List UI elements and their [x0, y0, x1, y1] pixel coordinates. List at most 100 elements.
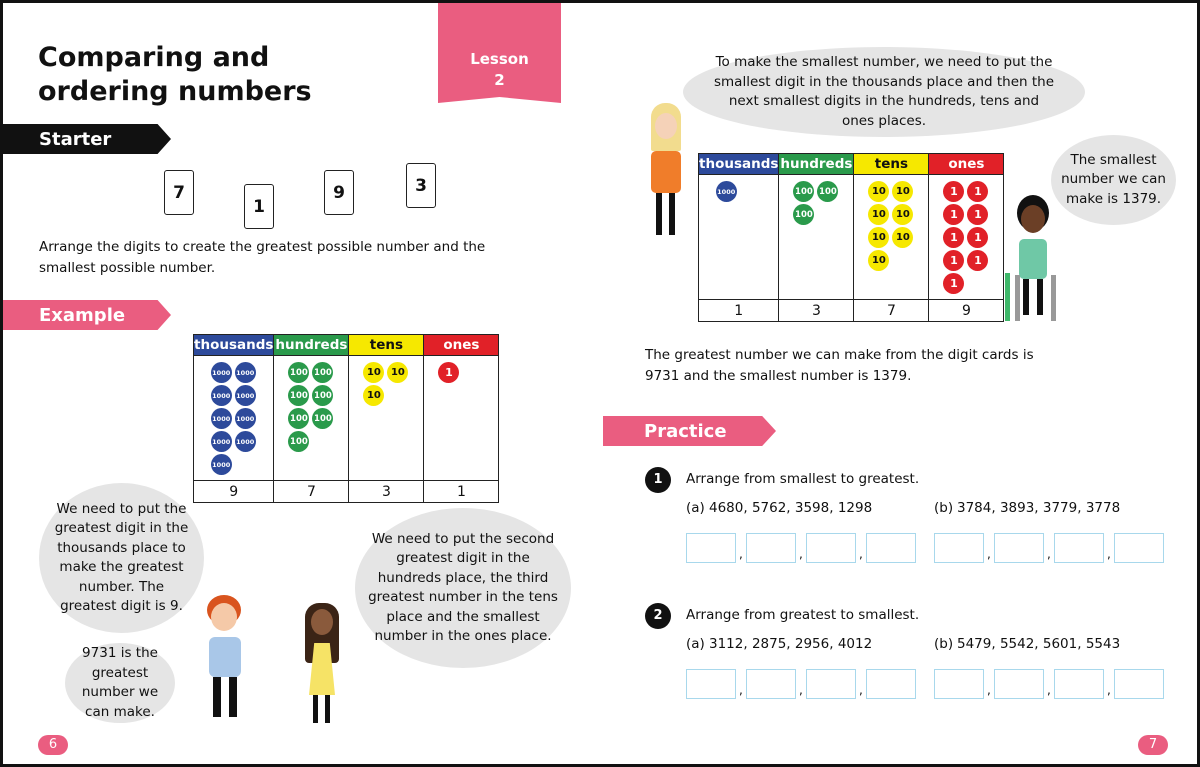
place-value-counter: 1	[943, 181, 965, 202]
question-part-label: (b)	[934, 636, 954, 652]
digit-card: 9	[324, 170, 354, 215]
place-value-counter: 1000	[234, 431, 256, 452]
comma-separator: ,	[739, 683, 743, 697]
answer-box[interactable]	[866, 669, 916, 699]
digit-value: 9	[928, 299, 1005, 322]
digit-value: 1	[697, 299, 780, 322]
place-value-counter: 10	[868, 227, 890, 248]
answer-box[interactable]	[1114, 669, 1164, 699]
comma-separator: ,	[799, 547, 803, 561]
answer-box[interactable]	[746, 669, 796, 699]
lesson-label: Lesson	[470, 50, 529, 68]
comma-separator: ,	[859, 547, 863, 561]
place-value-counter: 10	[387, 362, 409, 383]
answer-box[interactable]	[934, 533, 984, 563]
page-number: 7	[1138, 735, 1168, 755]
answer-box[interactable]	[934, 669, 984, 699]
place-value-counter: 100	[312, 362, 334, 383]
place-value-counter: 1	[943, 273, 965, 294]
place-value-counter: 100	[312, 385, 334, 406]
boy-illustration	[199, 595, 259, 725]
answer-box[interactable]	[994, 669, 1044, 699]
comma-separator: ,	[1047, 547, 1051, 561]
question-number: 2	[645, 603, 671, 629]
comma-separator: ,	[987, 547, 991, 561]
question-part-label: (a)	[686, 636, 705, 652]
place-value-counter: 1000	[234, 362, 256, 383]
speech-bubble: 9731 is the greatest number we can make.	[65, 643, 175, 723]
practice-banner: Practice	[603, 416, 776, 446]
place-value-counter: 100	[312, 408, 334, 429]
place-value-counter: 10	[868, 250, 890, 271]
page-number: 6	[38, 735, 68, 755]
answer-box[interactable]	[1114, 533, 1164, 563]
place-value-counter: 100	[288, 431, 310, 452]
column-header-thousands: thousands	[192, 334, 275, 356]
speech-bubble: We need to put the greatest digit in the…	[39, 483, 204, 633]
speech-bubble: The smallest number we can make is 1379.	[1051, 135, 1176, 225]
question-prompt: Arrange from smallest to greatest.	[686, 471, 920, 487]
starter-instruction: Arrange the digits to create the greates…	[39, 239, 486, 276]
answer-box[interactable]	[806, 669, 856, 699]
comma-separator: ,	[987, 683, 991, 697]
question-part-label: (a)	[686, 500, 705, 516]
question-numbers: 4680, 5762, 3598, 1298	[709, 500, 873, 516]
place-value-counter: 10	[892, 204, 914, 225]
digit-card: 7	[164, 170, 194, 215]
digit-card: 3	[406, 163, 436, 208]
digit-value: 1	[423, 480, 500, 503]
comma-separator: ,	[799, 683, 803, 697]
answer-box[interactable]	[1054, 669, 1104, 699]
place-value-counter: 1000	[210, 454, 232, 475]
question-number: 1	[645, 467, 671, 493]
place-value-counter: 1000	[210, 362, 232, 383]
question-prompt: Arrange from greatest to smallest.	[686, 607, 920, 623]
answer-box[interactable]	[866, 533, 916, 563]
child-wheelchair-illustration	[1003, 195, 1065, 325]
column-header-tens: tens	[348, 334, 425, 356]
place-value-counter: 1000	[210, 408, 232, 429]
column-header-ones: ones	[928, 153, 1005, 175]
answer-box[interactable]	[746, 533, 796, 563]
place-value-counter: 1	[967, 227, 989, 248]
place-value-counter: 1000	[234, 408, 256, 429]
column-header-hundreds: hundreds	[778, 153, 855, 175]
page-title: Comparing and ordering numbers	[38, 42, 312, 107]
column-header-thousands: thousands	[697, 153, 780, 175]
place-value-counter: 1	[967, 250, 989, 271]
answer-box[interactable]	[686, 533, 736, 563]
place-value-counter: 100	[817, 181, 839, 202]
girl-illustration	[301, 603, 341, 725]
place-value-counter: 1	[967, 204, 989, 225]
column-header-tens: tens	[853, 153, 930, 175]
comma-separator: ,	[859, 683, 863, 697]
place-value-counter: 1	[943, 250, 965, 271]
place-value-counter: 1	[943, 204, 965, 225]
question-numbers: 3112, 2875, 2956, 4012	[709, 636, 873, 652]
place-value-counter: 10	[868, 204, 890, 225]
place-value-counter: 10	[892, 181, 914, 202]
question-part-label: (b)	[934, 500, 954, 516]
place-value-counter: 10	[892, 227, 914, 248]
comma-separator: ,	[1107, 547, 1111, 561]
answer-box[interactable]	[1054, 533, 1104, 563]
conclusion-text: The greatest number we can make from the…	[645, 347, 1034, 384]
starter-banner: Starter	[3, 124, 171, 154]
answer-box[interactable]	[806, 533, 856, 563]
digit-value: 7	[853, 299, 930, 322]
digit-value: 9	[192, 480, 275, 503]
digit-card: 1	[244, 184, 274, 229]
place-value-counter: 1000	[715, 181, 737, 202]
ones-counters: 1	[423, 355, 500, 481]
place-value-counter: 10	[868, 181, 890, 202]
digit-value: 3	[348, 480, 425, 503]
answer-box[interactable]	[994, 533, 1044, 563]
comma-separator: ,	[1107, 683, 1111, 697]
answer-box[interactable]	[686, 669, 736, 699]
